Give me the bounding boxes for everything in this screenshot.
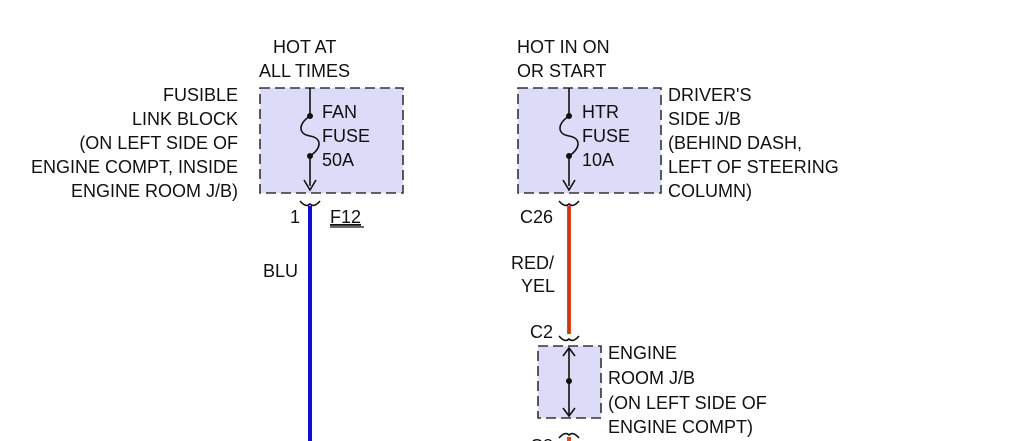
left-location-line1: FUSIBLE [163, 85, 238, 105]
c2-connector-symbol [558, 335, 580, 342]
htr-fuse-label-line2: FUSE [582, 126, 630, 146]
left-location-line2: LINK BLOCK [132, 109, 238, 129]
fan-fuse-symbol [300, 88, 320, 192]
c8-connector-label: C8 [530, 436, 553, 441]
right-location-line4: LEFT OF STEERING [668, 157, 839, 177]
red-yel-wire-label-line2: YEL [521, 276, 555, 296]
right-location-line5: COLUMN) [668, 181, 752, 201]
f12-connector-label: F12 [330, 207, 361, 227]
right-location-line2: SIDE J/B [668, 109, 741, 129]
right-circuit: HOT IN ON OR START HTR FUSE 10A DRIVER'S… [511, 37, 839, 441]
left-circuit: HOT AT ALL TIMES FUSIBLE LINK BLOCK (ON … [31, 37, 404, 441]
left-pin-number: 1 [290, 207, 300, 227]
left-power-label-line1: HOT AT [273, 37, 336, 57]
engine-room-jb-splice-dot [566, 378, 572, 384]
right-location-line3: (BEHIND DASH, [668, 133, 802, 153]
red-yel-wire-label-line1: RED/ [511, 253, 554, 273]
fan-fuse-label-line2: FUSE [322, 126, 370, 146]
engine-room-jb-label: ENGINE ROOM J/B (ON LEFT SIDE OF ENGINE … [608, 343, 767, 437]
htr-fuse-dot-top [566, 113, 572, 119]
fusible-link-block-box [259, 87, 404, 194]
junction-label-line4: ENGINE COMPT) [608, 417, 753, 437]
htr-fuse-dot-bottom [566, 153, 572, 159]
htr-fuse-label-line1: HTR [582, 102, 619, 122]
right-power-label-line1: HOT IN ON [517, 37, 610, 57]
left-location-line4: ENGINE COMPT, INSIDE [31, 157, 238, 177]
htr-fuse-label-line3: 10A [582, 150, 614, 170]
htr-fuse-symbol [559, 88, 579, 192]
fan-fuse-label-line1: FAN [322, 102, 357, 122]
fusible-link-label: FUSIBLE LINK BLOCK (ON LEFT SIDE OF ENGI… [31, 85, 238, 201]
fan-fuse-dot-top [307, 113, 313, 119]
left-power-label-line2: ALL TIMES [259, 61, 350, 81]
fan-fuse-dot-bottom [307, 153, 313, 159]
c26-connector-label: C26 [520, 207, 553, 227]
c26-connector-symbol [558, 200, 580, 207]
c8-connector-symbol [558, 432, 580, 439]
drivers-side-jb-box [517, 87, 662, 194]
left-location-line5: ENGINE ROOM J/B) [71, 181, 238, 201]
right-power-label-line2: OR START [517, 61, 606, 81]
fan-fuse-label-line3: 50A [322, 150, 354, 170]
junction-label-line3: (ON LEFT SIDE OF [608, 393, 767, 413]
junction-label-line2: ROOM J/B [608, 368, 695, 388]
right-location-line1: DRIVER'S [668, 85, 751, 105]
drivers-side-jb-label: DRIVER'S SIDE J/B (BEHIND DASH, LEFT OF … [668, 85, 839, 201]
blu-wire-label: BLU [263, 261, 298, 281]
c2-connector-label: C2 [530, 322, 553, 342]
left-location-line3: (ON LEFT SIDE OF [79, 133, 238, 153]
junction-label-line1: ENGINE [608, 343, 677, 363]
f12-connector-symbol [299, 200, 321, 207]
